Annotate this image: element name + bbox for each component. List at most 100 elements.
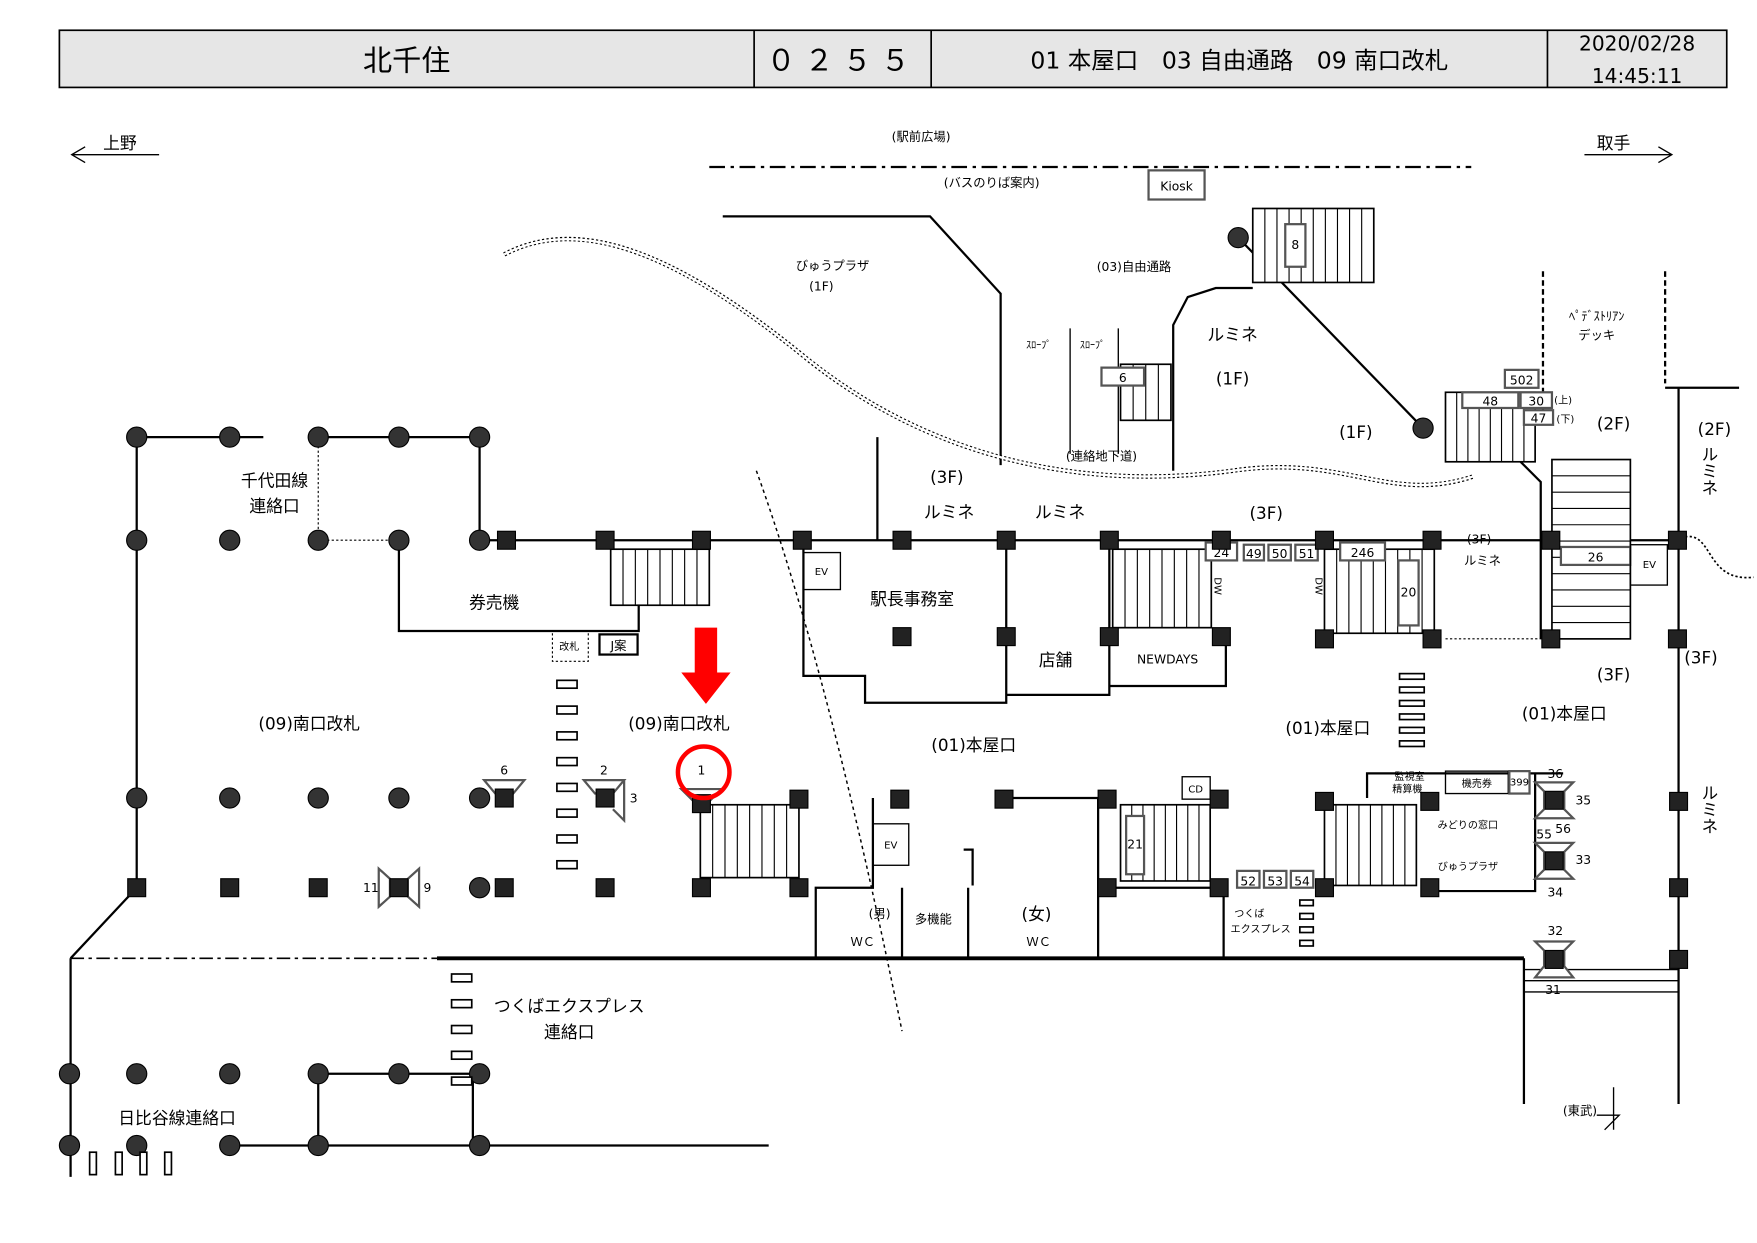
red-circle-highlight <box>675 744 732 801</box>
square-pillar <box>1544 851 1564 871</box>
gate-bar <box>1298 912 1315 920</box>
map-text: 改札 <box>559 640 579 653</box>
map-text: 48 <box>1482 395 1498 409</box>
map-text: 1 <box>698 763 706 777</box>
round-pillar <box>219 1063 241 1085</box>
map-text: 連絡口 <box>249 496 299 516</box>
map-text: (女) <box>1022 904 1052 924</box>
gate-bar <box>1398 699 1426 707</box>
stair-21: 21 <box>1125 814 1146 876</box>
square-pillar <box>595 878 615 898</box>
stair-53: 53 <box>1262 869 1288 889</box>
gate-bar <box>1398 672 1426 681</box>
map-text: EV <box>1643 560 1656 571</box>
gate-bar <box>1398 713 1426 721</box>
square-pillar <box>1211 627 1231 647</box>
gate-bar <box>1398 686 1426 694</box>
square-pillar <box>1422 629 1442 649</box>
square-pillar <box>691 878 711 898</box>
square-pillar <box>1669 791 1689 811</box>
time: 14:45:11 <box>1592 64 1683 88</box>
round-pillar <box>307 1063 329 1085</box>
gate-bar <box>556 834 578 844</box>
j-an-box: J案 <box>598 633 639 656</box>
map-text: 32 <box>1547 924 1563 938</box>
label-view-plaza-1f: びゅうプラザ <box>796 259 870 273</box>
round-pillar <box>126 426 148 448</box>
map-text: NEWDAYS <box>1137 653 1198 667</box>
target-marker <box>675 627 732 801</box>
square-pillar <box>996 530 1016 550</box>
square-pillar <box>892 627 912 647</box>
map-text: 日比谷線連絡口 <box>118 1108 236 1128</box>
square-pillar <box>1544 949 1564 969</box>
ticket-399: 399 <box>1508 770 1531 795</box>
label-down: (下) <box>1556 415 1574 426</box>
stair-26: 26 <box>1559 545 1632 567</box>
gate-bar <box>1298 939 1315 947</box>
label-ekimae: (駅前広場) <box>892 129 951 144</box>
map-text: (01)本屋口 <box>1522 704 1607 724</box>
exit-list: 01 本屋口 03 自由通路 09 南口改札 <box>1030 46 1448 74</box>
square-pillar <box>1314 530 1334 550</box>
square-pillar <box>1422 530 1442 550</box>
map-text: ルミネ <box>1699 446 1719 496</box>
map-text: (09)南口改札 <box>628 714 730 734</box>
map-text: 36 <box>1547 767 1563 781</box>
gate-bar <box>114 1151 123 1176</box>
map-text: (東武) <box>1563 1104 1597 1118</box>
map-text: 54 <box>1294 874 1310 888</box>
map-text: 502 <box>1510 373 1534 387</box>
round-pillar <box>1412 417 1434 439</box>
round-pillar <box>468 1134 491 1157</box>
map-text: 6 <box>1119 371 1127 385</box>
map-text: 34 <box>1547 886 1563 900</box>
stair-54: 54 <box>1289 869 1315 889</box>
round-pillar <box>307 787 329 809</box>
map-text: DW <box>1212 577 1223 595</box>
map-text: ﾍﾟﾃﾞｽﾄﾘｱﾝ <box>1569 310 1624 324</box>
map-text: 11 <box>363 881 379 895</box>
stair-51: 51 <box>1294 543 1319 562</box>
square-pillar <box>1209 789 1229 809</box>
map-text: 31 <box>1545 983 1561 997</box>
ticket-gates <box>88 672 1426 1176</box>
square-pillar <box>1420 791 1440 811</box>
square-pillar <box>127 878 147 898</box>
map-text: 21 <box>1127 837 1143 851</box>
gate-bar <box>450 1024 473 1035</box>
map-text: みどりの窓口 <box>1438 818 1498 831</box>
round-pillar <box>126 1134 148 1157</box>
label-bus: (バスのりば案内) <box>944 175 1040 190</box>
gate-bar <box>88 1151 98 1176</box>
map-text: 35 <box>1575 794 1591 808</box>
map-text: 52 <box>1240 874 1256 888</box>
square-pillar <box>1544 790 1564 810</box>
direction-ueno: 上野 <box>70 133 160 164</box>
ev-c: EV <box>1629 544 1669 586</box>
square-pillar <box>220 878 240 898</box>
square-pillar <box>892 530 912 550</box>
label-jiyu-tsuro: (03)自由通路 <box>1097 259 1172 274</box>
map-text: 49 <box>1246 547 1262 561</box>
gate-bar <box>556 808 578 818</box>
map-text: 56 <box>1555 822 1571 836</box>
map-text: (2F) <box>1597 413 1630 433</box>
map-text: 399 <box>1510 778 1529 789</box>
square-pillar <box>1667 629 1687 649</box>
stair-50: 50 <box>1267 543 1292 562</box>
structure-lines <box>69 165 1754 1177</box>
map-text: つくば <box>1234 908 1264 920</box>
round-pillar <box>388 529 410 551</box>
round-pillar <box>307 529 329 551</box>
round-pillar <box>468 1063 491 1085</box>
stair-47: 47 <box>1522 409 1555 426</box>
square-pillar <box>1541 629 1561 649</box>
map-text: 3 <box>630 792 638 806</box>
round-pillar <box>307 1134 329 1157</box>
stair-502: 502 <box>1503 368 1540 389</box>
square-pillar <box>789 789 809 809</box>
square-pillar <box>595 530 615 550</box>
map-text: ルミネ <box>1699 784 1719 834</box>
pillars <box>58 226 1689 1157</box>
